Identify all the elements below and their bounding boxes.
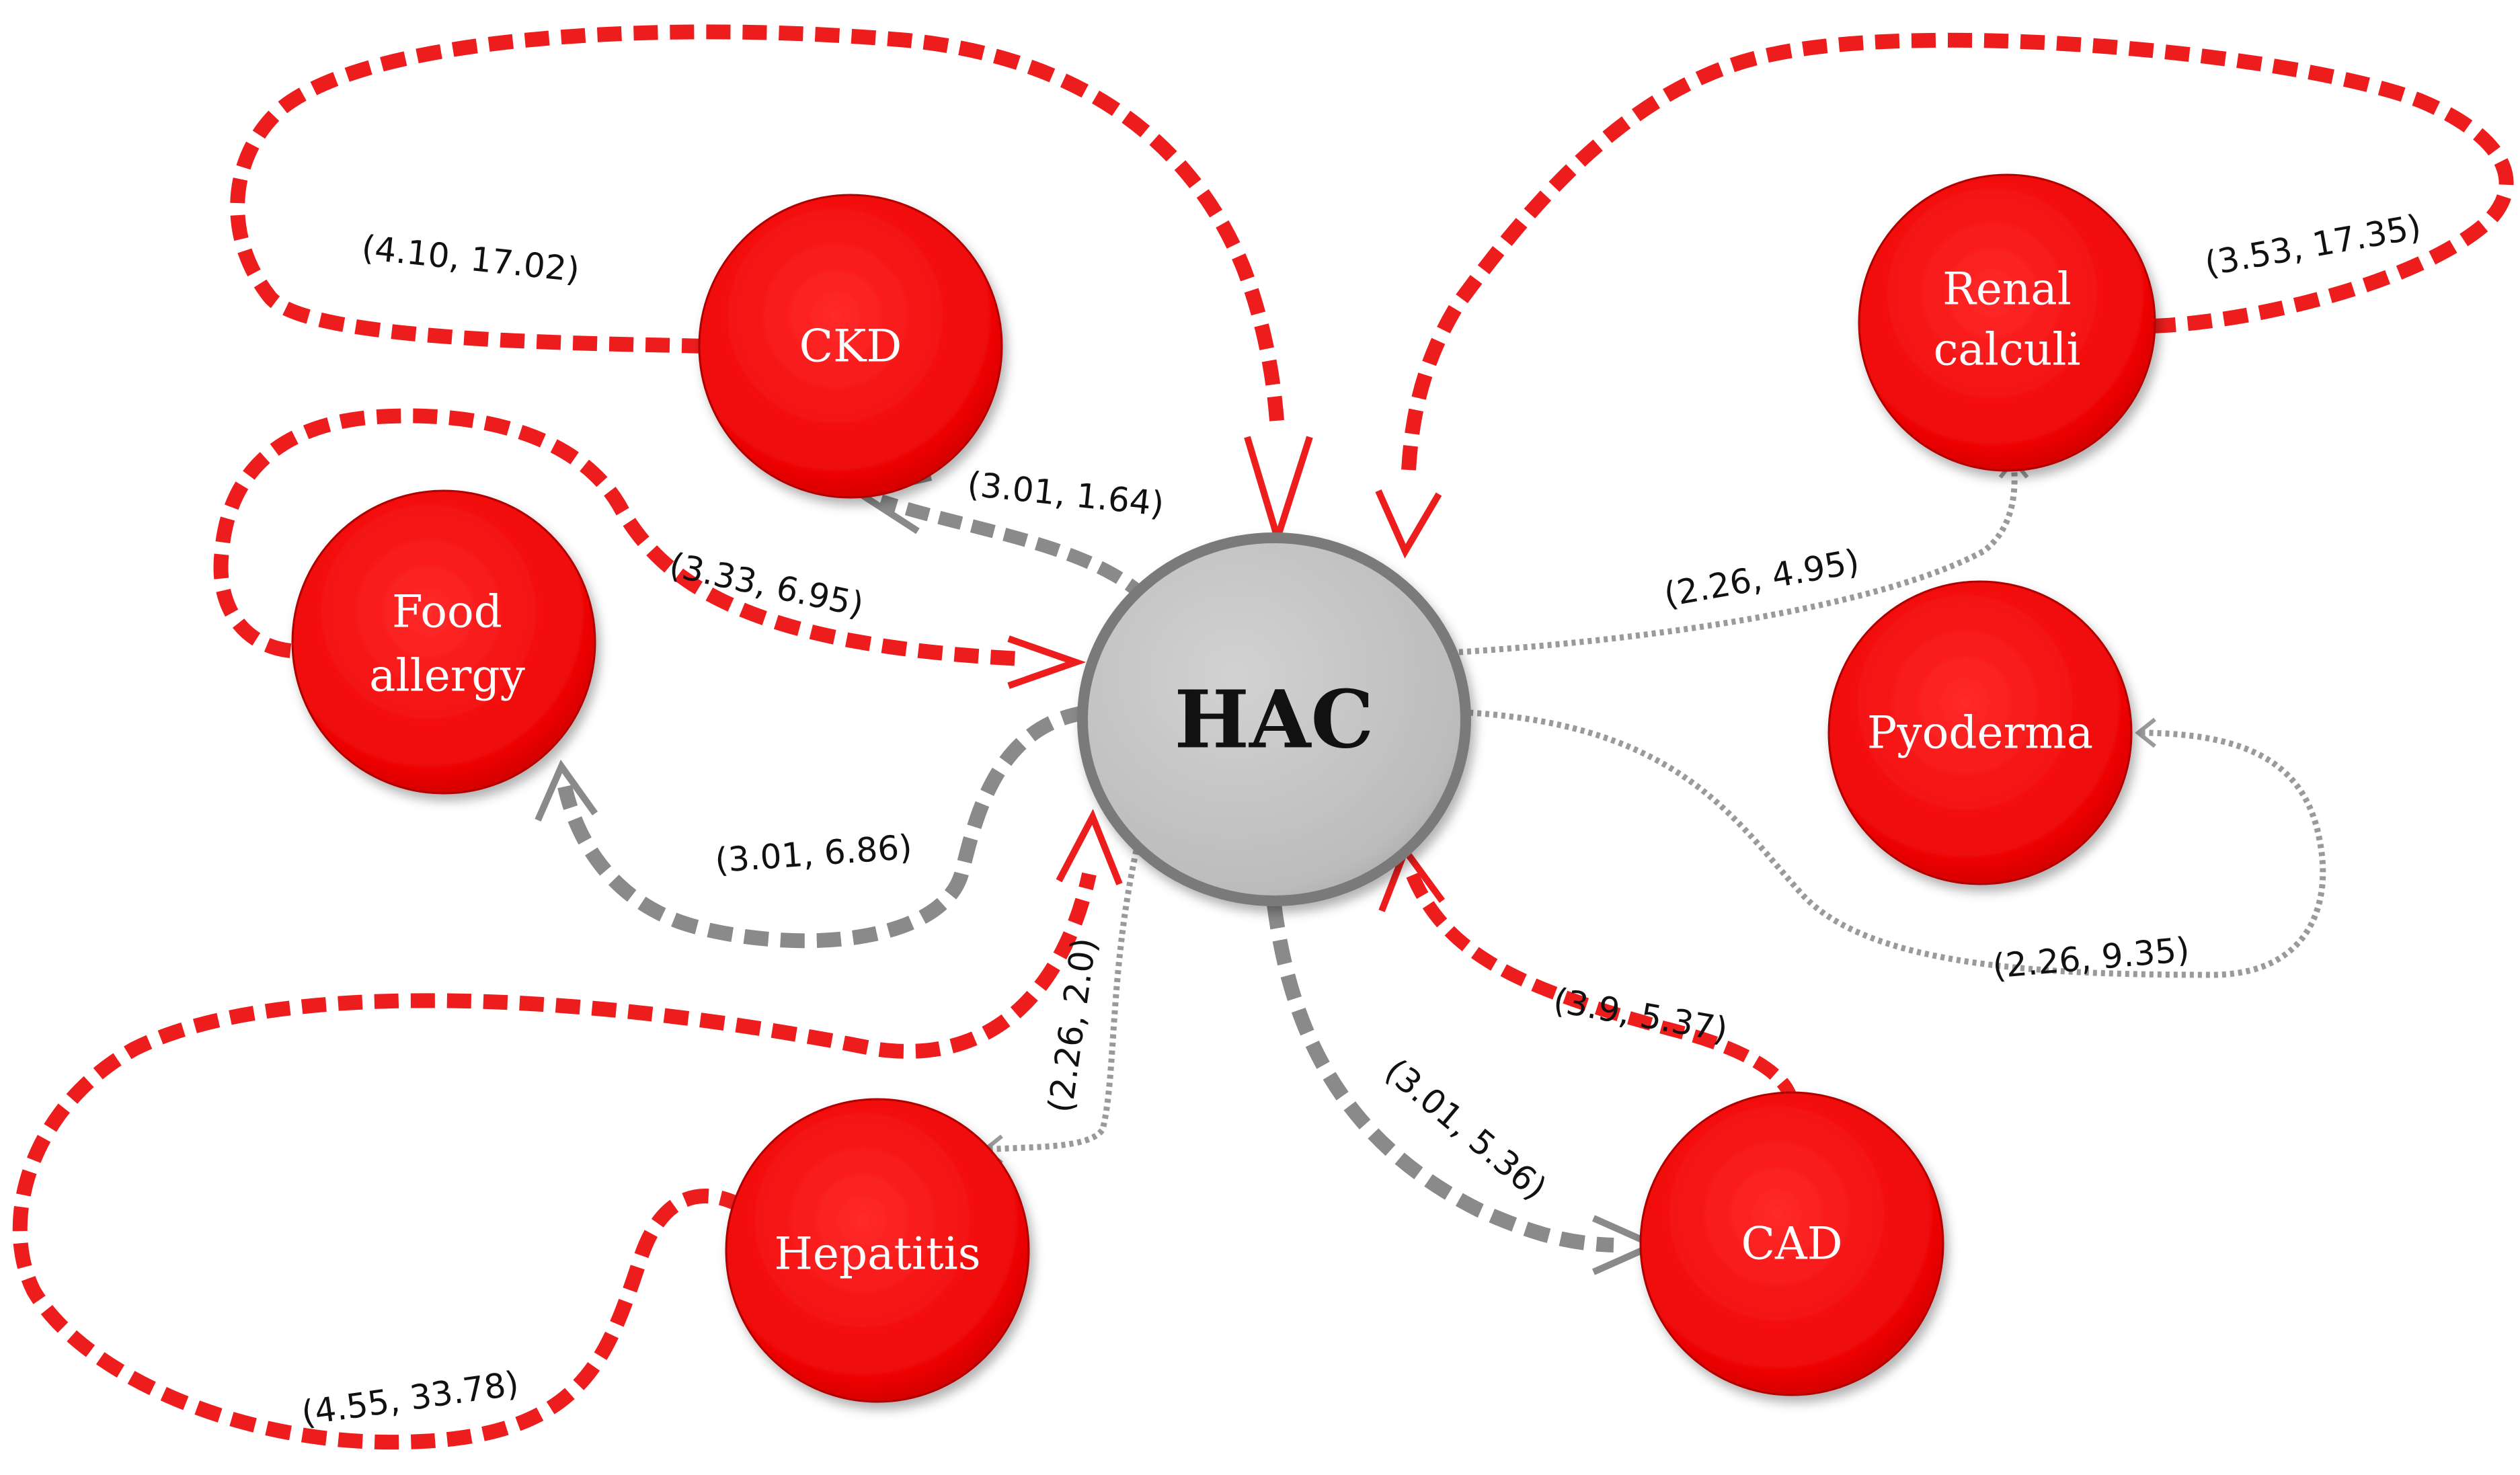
arrowhead-hac-to-pyoderma bbox=[2135, 717, 2156, 748]
edge-hac-to-cad bbox=[1267, 903, 1614, 1252]
node-renal-calculi: Renal calculi bbox=[1858, 173, 2156, 472]
edge-label-hac-to-cad: (3.01, 5.36) bbox=[1378, 1051, 1554, 1207]
edge-food-to-hac bbox=[213, 408, 1023, 666]
edge-hepatitis-to-hac bbox=[12, 872, 1097, 1450]
edge-hac-to-ckd bbox=[878, 494, 1151, 604]
node-ckd: CKD bbox=[698, 194, 1003, 499]
node-hac-hub: HAC bbox=[1077, 532, 1471, 906]
edge-label-hac-to-renal: (2.26, 4.95) bbox=[1661, 542, 1862, 614]
node-ckd-label: CKD bbox=[799, 321, 902, 372]
edge-label-hac-to-food: (3.01, 6.86) bbox=[714, 828, 914, 880]
edge-label-hac-to-ckd: (3.01, 1.64) bbox=[966, 465, 1166, 524]
node-hepatitis-label: Hepatitis bbox=[774, 1228, 980, 1280]
edge-label-hac-to-pyoderma: (2.26, 9.35) bbox=[1991, 930, 2191, 986]
arrowhead-hepatitis-to-hac bbox=[1056, 809, 1123, 885]
edges-layer bbox=[12, 24, 2514, 1450]
edge-label-renal-to-hac: (3.53, 17.35) bbox=[2202, 207, 2424, 284]
arrowhead-ckd-to-hac bbox=[1244, 436, 1313, 549]
edge-cad-to-hac bbox=[1405, 871, 1799, 1104]
node-hepatitis: Hepatitis bbox=[725, 1098, 1030, 1403]
arrowhead-hac-to-food bbox=[535, 759, 598, 822]
node-renal-label-line2: calculi bbox=[1933, 324, 2080, 376]
node-food-label-line2: allergy bbox=[369, 650, 525, 702]
node-pyoderma: Pyoderma bbox=[1827, 580, 2133, 885]
nodes-layer: CKD Renal calculi Food allergy Pyoderma … bbox=[291, 173, 2156, 1403]
edge-label-cad-to-hac: (3.9, 5.37) bbox=[1550, 981, 1731, 1050]
edge-label-ckd-to-hac: (4.10, 17.02) bbox=[360, 228, 582, 290]
node-renal-label-line1: Renal bbox=[1942, 264, 2072, 315]
edge-ckd-to-hac bbox=[230, 24, 1285, 431]
node-food-label-line1: Food bbox=[392, 586, 502, 638]
edge-hac-to-renal bbox=[1458, 463, 2018, 655]
arrowhead-food-to-hac bbox=[1007, 635, 1087, 689]
edge-label-hac-to-hepatitis: (2.26, 2.0) bbox=[1041, 935, 1104, 1115]
node-food-allergy: Food allergy bbox=[291, 489, 596, 795]
edge-hac-to-pyoderma bbox=[1468, 709, 2326, 978]
node-pyoderma-label: Pyoderma bbox=[1867, 707, 2093, 759]
arrowhead-renal-to-hac bbox=[1375, 489, 1442, 559]
edge-renal-to-hac bbox=[1401, 32, 2514, 471]
edge-hac-to-food bbox=[557, 705, 1087, 949]
edge-label-hepatitis-to-hac: (4.55, 33.78) bbox=[299, 1364, 521, 1433]
node-cad: CAD bbox=[1639, 1091, 1944, 1396]
node-cad-label: CAD bbox=[1741, 1218, 1842, 1270]
edge-hac-to-hepatitis bbox=[984, 850, 1140, 1153]
node-hac-label: HAC bbox=[1175, 673, 1374, 766]
